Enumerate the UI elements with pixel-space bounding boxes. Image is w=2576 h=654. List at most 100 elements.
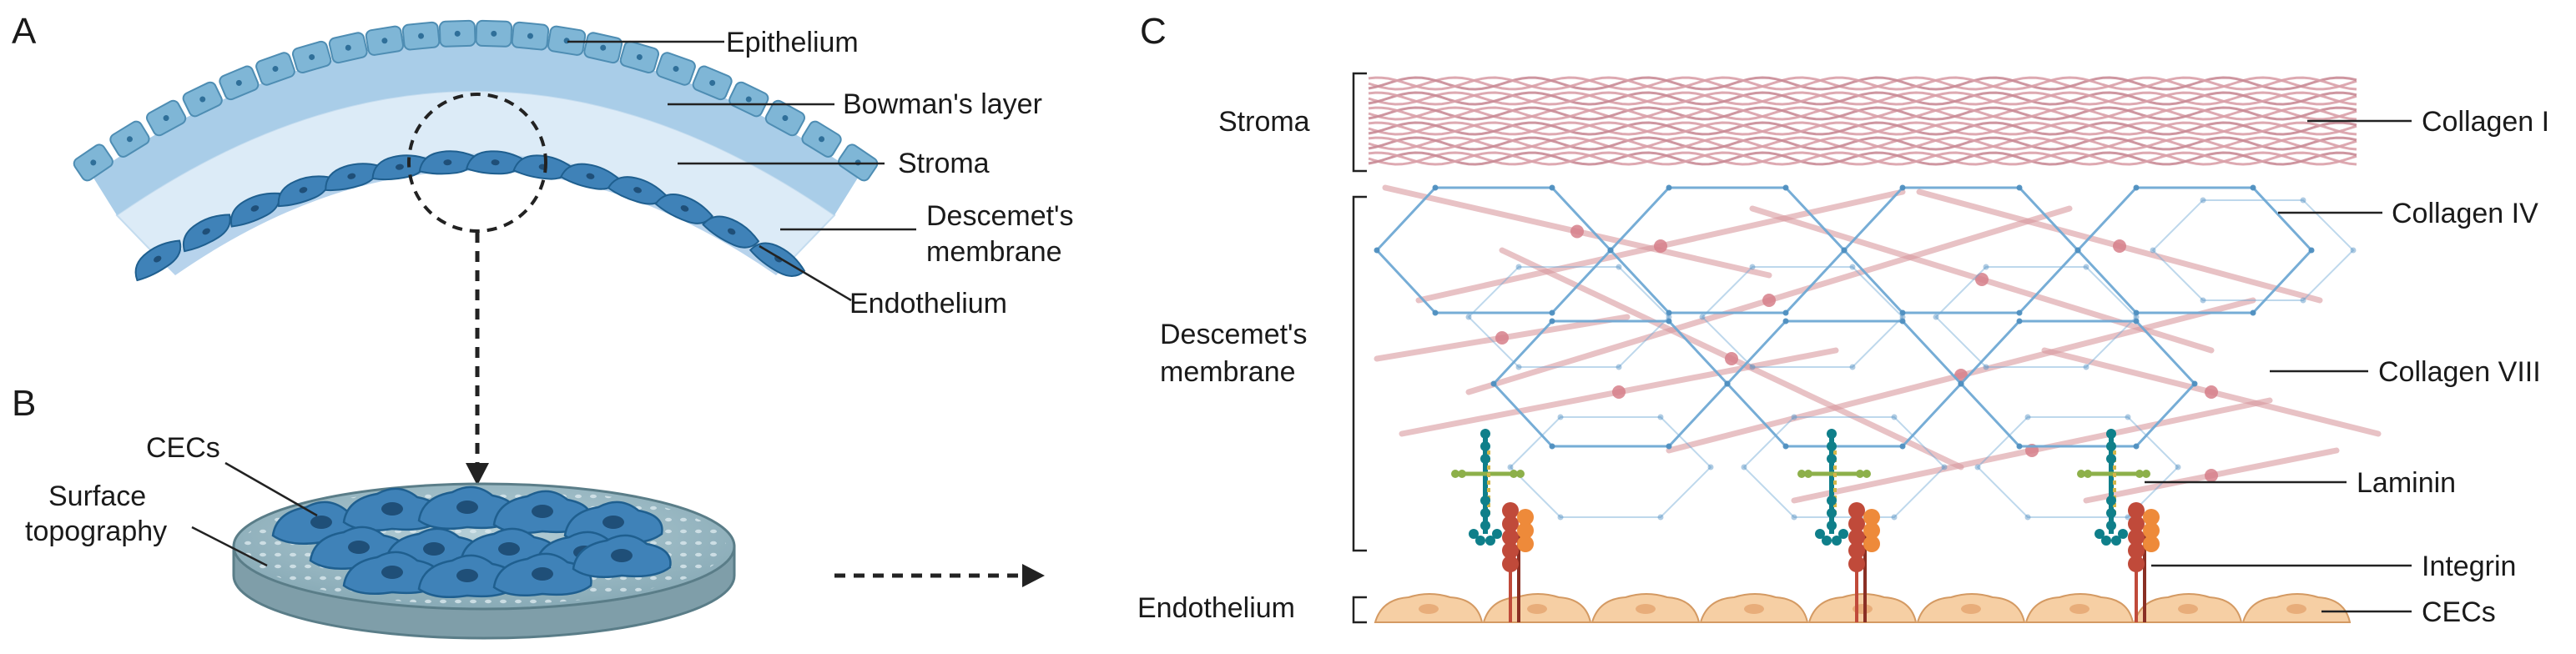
collagen-iv-node [2125,414,2131,420]
laminin-bead [1827,441,1837,451]
epithelium-cell [109,120,150,158]
collagen-iv-node [2024,514,2031,521]
collagen-iv-node [1549,184,1555,191]
laminin-bead [2101,536,2111,546]
epithelium-cell-nucleus [345,44,351,51]
collagen-iv-node [2024,414,2031,420]
collagen-iv-node [1958,380,1964,387]
collagen-iv-node [2300,297,2306,304]
integrin-subunit [2128,556,2145,572]
endothelium-cell-nucleus [727,228,736,235]
panel-label-c: C [1140,11,1167,52]
label-collagen-iv: Collagen IV [2392,198,2538,229]
cec-nucleus [1527,604,1547,614]
laminin-integrin-complexes [1451,429,2160,622]
collagen-iv-node [1899,184,1906,191]
collagen-iv-node [1607,247,1614,254]
laminin-bead [1822,536,1832,546]
collagen-i-fibers [1368,76,2357,166]
collagen-iv-node [1724,380,1731,387]
integrin-subunit [2143,536,2160,552]
integrin-subunit [1848,556,1865,572]
panel-label-a: A [12,11,37,52]
laminin-integrin-complex [2077,429,2160,622]
collagen-iv-hexagon [2151,199,2355,301]
panel-b: B CECs Surface topography [12,383,1045,640]
label-endothelium: Endothelium [849,288,1007,319]
collagen-iv-node [1933,314,1939,320]
dish-cec-nucleus [381,566,403,579]
collagen-iv-node [1666,443,1672,450]
leader-endothelium [759,244,852,302]
cec-nucleus [1636,604,1656,614]
collagen-iv-node [1465,314,1472,320]
collagen-iv-node [2175,464,2181,470]
epithelium-cell [255,52,295,86]
collagen-iv-node [2350,247,2357,254]
collagen-iv-node [1841,247,1848,254]
integrin-subunit [1848,529,1865,546]
epithelium-cell-nucleus [819,136,825,143]
collagen-iv-node [2083,364,2090,370]
collagen-iv-node [2133,318,2140,324]
dish-cec-nucleus [456,501,478,514]
laminin-bead [1480,508,1490,518]
label-c-descemets-line1: Descemet's [1160,319,1308,350]
endothelium-cell-nucleus [154,255,162,263]
collagen-i-strand [1368,91,2357,106]
laminin-integrin-complex [1797,429,1880,622]
collagen-iv-node [1791,414,1797,420]
epithelium-cell [219,65,260,101]
integrin-subunit [2128,529,2145,546]
laminin-bead [1485,536,1495,546]
collagen-viii-network [1374,184,2382,504]
collagen-iv-node [2200,297,2206,304]
label-descemets-line2: membrane [926,236,1062,268]
dish-cec-nucleus [611,549,633,562]
collagen-iv-node [2133,309,2140,316]
collagen-iv-node [1666,314,1672,320]
collagen-iv-hexagon [1509,416,1712,518]
collagen-iv-node [1549,309,1555,316]
integrin-subunit [1517,536,1534,552]
endothelium-cell-nucleus [202,228,210,235]
collagen-iv-node [1749,364,1756,370]
laminin-bead [1451,470,1459,478]
collagen-iv-node [1941,464,1948,470]
label-integrin: Integrin [2422,551,2516,582]
laminin-bead [2106,521,2116,531]
panel-c: C Stroma Descemet's membrane Endothelium… [1137,11,2549,628]
epithelium-cell [365,25,405,56]
epithelium-cell [728,81,769,118]
collagen-iv-hexagon [1976,416,2180,518]
epithelium-cell-nucleus [309,53,315,60]
laminin-bead [1797,470,1806,478]
collagen-viii-node [1612,385,1626,399]
collagen-iv-node [1666,309,1672,316]
integrin-subunit [1863,509,1880,526]
dish-cec-nucleus [532,567,553,581]
collagen-iv-hexagon [1467,266,1671,368]
integrin-subunit [1863,522,1880,539]
collagen-iv-node [1782,309,1789,316]
arrowhead-down [466,463,489,485]
epithelium-cell [619,40,660,74]
collagen-iv-node [2150,247,2156,254]
collagen-iv-node [2133,314,2140,320]
collagen-iv-node [1974,464,1981,470]
laminin-integrin-complex [1451,429,1534,622]
arrowhead-right [1022,564,1045,587]
integrin-subunit [1517,522,1534,539]
laminin-bead [2106,429,2116,439]
epithelium-cell-nucleus [126,136,133,143]
collagen-iv-node [1983,364,1989,370]
collagen-viii-node [1495,331,1509,345]
laminin-bead [1492,529,1502,539]
collagen-iv-node [1782,443,1789,450]
dish-cec-nucleus [348,541,370,554]
epithelium-cell-nucleus [381,38,388,44]
collagen-iv-node [2250,309,2256,316]
laminin-bead [1832,536,1842,546]
epithelium-cell [801,120,842,158]
dish-cecs [271,485,672,598]
